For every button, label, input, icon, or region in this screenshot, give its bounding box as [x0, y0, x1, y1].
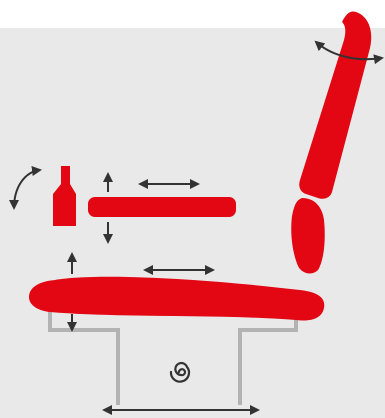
base-frame: [48, 310, 298, 405]
seat: [28, 276, 325, 321]
armrest: [88, 197, 236, 217]
backrest-tilt-arrow-icon: [314, 40, 384, 65]
lumbar-support: [291, 198, 325, 274]
base-frame-left: [48, 310, 120, 405]
swivel-icon: [169, 361, 191, 383]
backrest: [299, 11, 372, 199]
armrest-rotate-arrow-icon: [9, 166, 42, 210]
armrest-post: [53, 166, 76, 226]
base-frame-right: [238, 312, 298, 405]
